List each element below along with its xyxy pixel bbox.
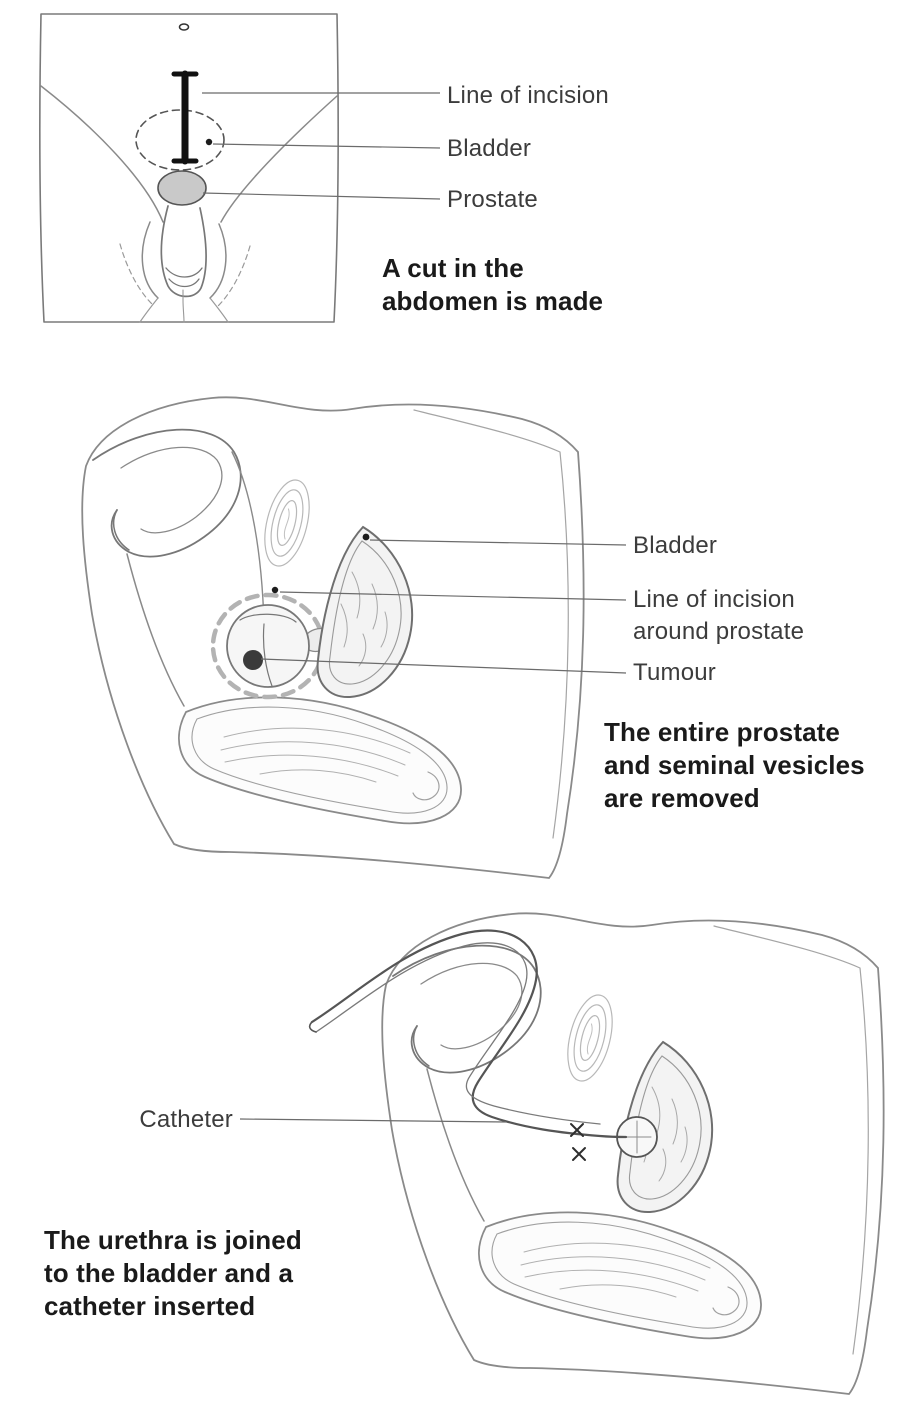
incision-pointer-dot (271, 586, 279, 594)
leader-line-prostate-1 (202, 192, 441, 200)
leader-lines (202, 92, 627, 1123)
rectum-outline (478, 1211, 762, 1340)
bladder-pointer-dot (205, 138, 213, 146)
catheter-tube-parallel (315, 942, 601, 1125)
hip-crease-lines (40, 85, 338, 223)
bladder-inner-wall (328, 540, 402, 685)
leader-line-bladder-1 (212, 143, 441, 149)
bladder-dashed-outline (135, 109, 225, 171)
label-line-of-incision-step2: Line of incision around prostate (633, 586, 805, 646)
catheter-open-end (308, 1021, 317, 1033)
thigh-dashed-lines (119, 243, 251, 307)
glans-curve (113, 509, 130, 551)
label-catheter-step3: Catheter (139, 1106, 233, 1133)
prostatic-urethra (239, 613, 297, 687)
navel-icon (178, 23, 190, 31)
torso-outline (38, 13, 340, 323)
penis-tip-line (182, 289, 185, 323)
body-outline (381, 912, 885, 1395)
pubic-bone (567, 994, 613, 1082)
pubic-bone (264, 479, 310, 567)
glans-curve (413, 1025, 430, 1067)
leader-line-tumour-2 (260, 658, 627, 674)
leader-line-incision-2 (279, 591, 627, 601)
rectum-outline (178, 696, 462, 825)
penis-outline (92, 428, 242, 558)
urethra-line (231, 451, 265, 625)
abdomen-illustration (38, 13, 340, 323)
caption-step1: A cut in the abdomen is made (382, 253, 604, 317)
inner-back-contour (413, 409, 569, 839)
inner-back-contour (713, 925, 869, 1355)
perineum-line (126, 553, 185, 707)
label-bladder-step1: Bladder (447, 135, 532, 162)
rectum-inner-wall (191, 706, 448, 814)
tumour-dot (243, 650, 263, 670)
glans-fold-lines (165, 267, 203, 288)
label-line-of-incision-step1: Line of incision (447, 82, 609, 109)
leader-line-catheter-3 (239, 1118, 507, 1123)
suture-x-icons (570, 1123, 586, 1161)
caption-step2: The entire prostate and seminal vesicles… (604, 717, 865, 814)
body-outline (81, 396, 585, 879)
inner-thigh-lines (139, 297, 229, 323)
penis-outline (160, 205, 207, 298)
rectum-inner-wall (491, 1221, 748, 1329)
penis-inner-contour (120, 446, 223, 534)
penis-outline (392, 944, 542, 1074)
incision-mark (171, 70, 199, 165)
bladder-pointer-dot (362, 533, 370, 541)
prostate-shape (157, 170, 207, 206)
caption-step3: The urethra is joined to the bladder and… (44, 1225, 302, 1322)
bladder-shape (316, 525, 414, 699)
rectum-striations (220, 727, 411, 783)
perineum-line (426, 1068, 485, 1222)
pelvis-catheter-illustration (308, 912, 885, 1395)
label-tumour-step2: Tumour (633, 659, 716, 686)
catheter-balloon-detail (622, 1120, 652, 1154)
label-prostate-step1: Prostate (447, 186, 538, 213)
rectum-striations (520, 1242, 711, 1298)
label-bladder-step2: Bladder (633, 532, 718, 559)
leader-line-bladder-2 (369, 539, 627, 546)
rectum-end-curl (412, 771, 440, 801)
scrotum-outline (141, 221, 227, 299)
rectum-end-curl (712, 1286, 740, 1316)
pelvis-prostate-illustration (81, 396, 585, 879)
